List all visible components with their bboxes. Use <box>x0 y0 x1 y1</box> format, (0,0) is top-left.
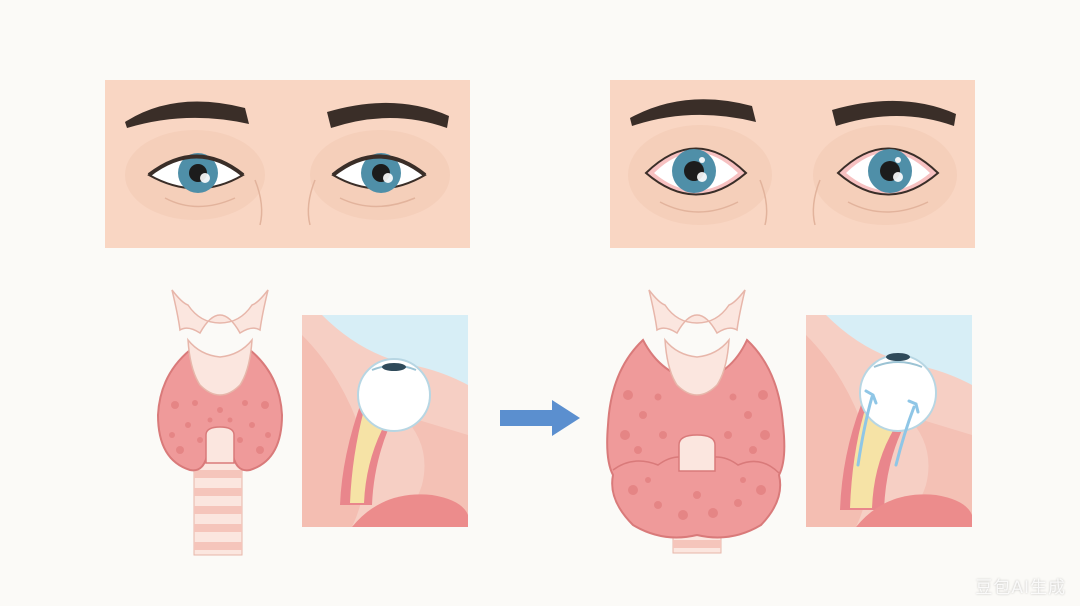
exophthalmos-eyes-panel <box>610 80 975 248</box>
right-eye-normal <box>331 153 427 193</box>
exophthalmos-eyes-illustration <box>610 80 975 248</box>
left-eyebrow <box>630 99 756 126</box>
right-eye-bulging <box>836 147 940 196</box>
normal-thyroid <box>150 285 290 557</box>
exophthalmos-orbit-section <box>806 315 972 527</box>
push-arrows-icon <box>856 389 920 467</box>
right-arrow-icon <box>498 398 582 438</box>
larynx-cartilage <box>171 289 269 335</box>
normal-eyes-panel <box>105 80 470 248</box>
normal-orbit-section <box>302 315 468 527</box>
larynx-cartilage <box>648 289 746 335</box>
enlarged-thyroid <box>603 285 788 557</box>
trachea <box>193 459 243 556</box>
right-eyebrow <box>327 102 449 128</box>
left-eye-normal <box>147 153 245 193</box>
right-eyebrow <box>832 100 956 126</box>
left-eye-bulging <box>644 147 748 196</box>
normal-eyes-illustration <box>105 80 470 248</box>
eyeball-protruding <box>859 353 937 432</box>
left-eyebrow <box>125 101 249 128</box>
eyeball-normal <box>357 358 431 432</box>
watermark: 豆包AI生成 <box>975 578 1066 598</box>
